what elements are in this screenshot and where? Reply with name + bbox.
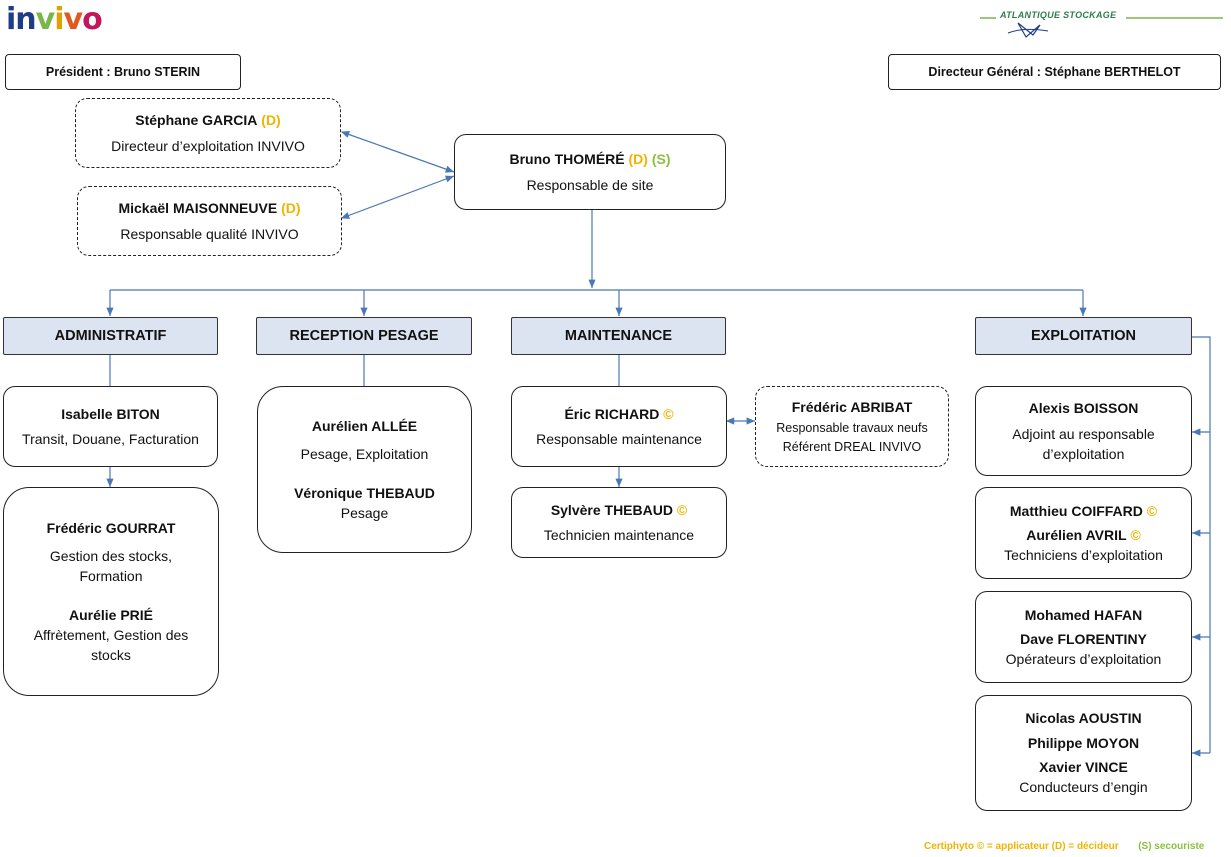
dept-title: RECEPTION PESAGE (289, 328, 439, 344)
advisor-box-maisonneuve: Mickaël MAISONNEUVE (D) Responsable qual… (77, 186, 342, 256)
dept-header-maintenance: MAINTENANCE (511, 317, 726, 355)
person-role: Formation (79, 568, 143, 585)
person-name: Éric RICHARD (564, 406, 660, 423)
logo-letter: v (35, 2, 56, 37)
person-name: Mickaël MAISONNEUVE (118, 199, 278, 216)
person-role: Référent DREAL INVIVO (782, 439, 922, 454)
person-name: Aurélie PRIÉ (68, 606, 154, 623)
person-name: Isabelle BITON (61, 406, 160, 423)
person-role: Technicien maintenance (543, 526, 695, 543)
exploitation-box-conducteurs: Nicolas AOUSTIN Philippe MOYON Xavier VI… (975, 695, 1192, 811)
exploitation-box-operateurs: Mohamed HAFAN Dave FLORENTINY Opérateurs… (975, 591, 1192, 683)
person-name: Bruno THOMÉRÉ (509, 150, 625, 167)
legend-certiphyto: Certiphyto © = applicateur (D) = décideu… (924, 841, 1119, 852)
person-role: Techniciens d’exploitation (1004, 547, 1163, 564)
person-name: Aurélien AVRIL (1026, 526, 1127, 543)
person-role: Opérateurs d’exploitation (1005, 651, 1162, 668)
certiphyto-tag: © (1130, 526, 1141, 543)
person-name: Nicolas AOUSTIN (1025, 710, 1142, 727)
person-role: Responsable de site (526, 177, 654, 193)
exploitation-box-techniciens: Matthieu COIFFARD © Aurélien AVRIL © Tec… (975, 487, 1192, 579)
dept-header-exploitation: EXPLOITATION (975, 317, 1192, 355)
dept-title: MAINTENANCE (564, 328, 673, 344)
person-role: d’exploitation (1042, 446, 1125, 463)
person-role: Directeur d’exploitation INVIVO (111, 138, 305, 154)
person-role: Conducteurs d’engin (1019, 779, 1148, 796)
person-role: Responsable travaux neufs (776, 420, 928, 435)
logo-letter: v (63, 2, 84, 37)
invivo-logo: invivo (6, 2, 103, 37)
decideur-tag: (D) (628, 150, 648, 167)
atlantique-stockage-logo: ATLANTIQUE STOCKAGE (978, 3, 1228, 43)
person-role: Adjoint au responsable (1012, 425, 1155, 442)
admin-box-gourrat-prie: Frédéric GOURRAT Gestion des stocks, For… (3, 487, 219, 696)
dept-header-administratif: ADMINISTRATIF (3, 317, 218, 355)
person-role: Gestion des stocks, (49, 547, 173, 564)
person-role: Responsable maintenance (536, 430, 702, 447)
exploitation-box-boisson: Alexis BOISSON Adjoint au responsable d’… (975, 386, 1192, 476)
admin-box-biton: Isabelle BITON Transit, Douane, Facturat… (3, 386, 218, 467)
person-name: Frédéric ABRIBAT (791, 398, 913, 415)
dept-title: EXPLOITATION (1031, 328, 1136, 344)
person-name: Aurélien ALLÉE (311, 417, 418, 434)
person-name: Stéphane GARCIA (135, 111, 258, 128)
logo-letter: i (6, 2, 16, 37)
certiphyto-tag: © (663, 406, 674, 423)
person-role: Responsable qualité INVIVO (120, 226, 299, 242)
certiphyto-tag: © (1146, 502, 1158, 519)
dept-header-reception: RECEPTION PESAGE (256, 317, 472, 355)
secouriste-tag: (S) (651, 150, 671, 167)
advisor1-link (340, 131, 455, 173)
legend-secouriste: (S) secouriste (1138, 841, 1205, 852)
person-role: Transit, Douane, Facturation (22, 430, 199, 447)
logo-letter: i (54, 2, 64, 37)
person-name: Xavier VINCE (1039, 759, 1128, 775)
dept-title: ADMINISTRATIF (54, 328, 167, 344)
certiphyto-tag: © (676, 502, 688, 519)
maintenance-side-abribat: Frédéric ABRIBAT Responsable travaux neu… (755, 386, 949, 467)
atlantique-logo-graphic (980, 17, 1223, 38)
person-name: Alexis BOISSON (1028, 399, 1139, 416)
person-name: Sylvère THEBAUD (550, 502, 673, 519)
person-name: Matthieu COIFFARD (1009, 502, 1143, 519)
person-name: Mohamed HAFAN (1024, 606, 1143, 623)
person-role: Pesage, Exploitation (300, 446, 429, 463)
maintenance-box-thebaud: Sylvère THEBAUD © Technicien maintenance (511, 487, 727, 558)
decideur-tag: (D) (281, 199, 301, 216)
person-name: Philippe MOYON (1027, 734, 1140, 751)
person-role: stocks (91, 647, 131, 664)
reception-box: Aurélien ALLÉE Pesage, Exploitation Véro… (257, 386, 472, 553)
person-role: Affrètement, Gestion des (33, 626, 189, 643)
logo-letter: o (82, 2, 103, 37)
maintenance-box-richard: Éric RICHARD © Responsable maintenance (511, 386, 727, 467)
logo-letter: n (15, 2, 36, 37)
president-box: Président : Bruno STERIN (5, 54, 241, 90)
atlantique-logo-text: ATLANTIQUE STOCKAGE (1000, 10, 1117, 20)
person-name: Véronique THEBAUD (294, 484, 435, 501)
decideur-tag: (D) (261, 111, 281, 128)
dg-label: Directeur Général : Stéphane BERTHELOT (928, 64, 1181, 79)
president-label: Président : Bruno STERIN (45, 64, 201, 79)
person-name: Frédéric GOURRAT (46, 519, 176, 536)
site-manager-box: Bruno THOMÉRÉ (D) (S) Responsable de sit… (454, 134, 726, 210)
person-name: Dave FLORENTINY (1020, 630, 1147, 647)
advisor2-link (340, 175, 455, 219)
legend: Certiphyto © = applicateur (D) = décideu… (924, 841, 1204, 852)
dg-box: Directeur Général : Stéphane BERTHELOT (888, 54, 1221, 90)
person-role: Pesage (340, 504, 389, 521)
advisor-box-garcia: Stéphane GARCIA (D) Directeur d’exploita… (75, 98, 341, 168)
